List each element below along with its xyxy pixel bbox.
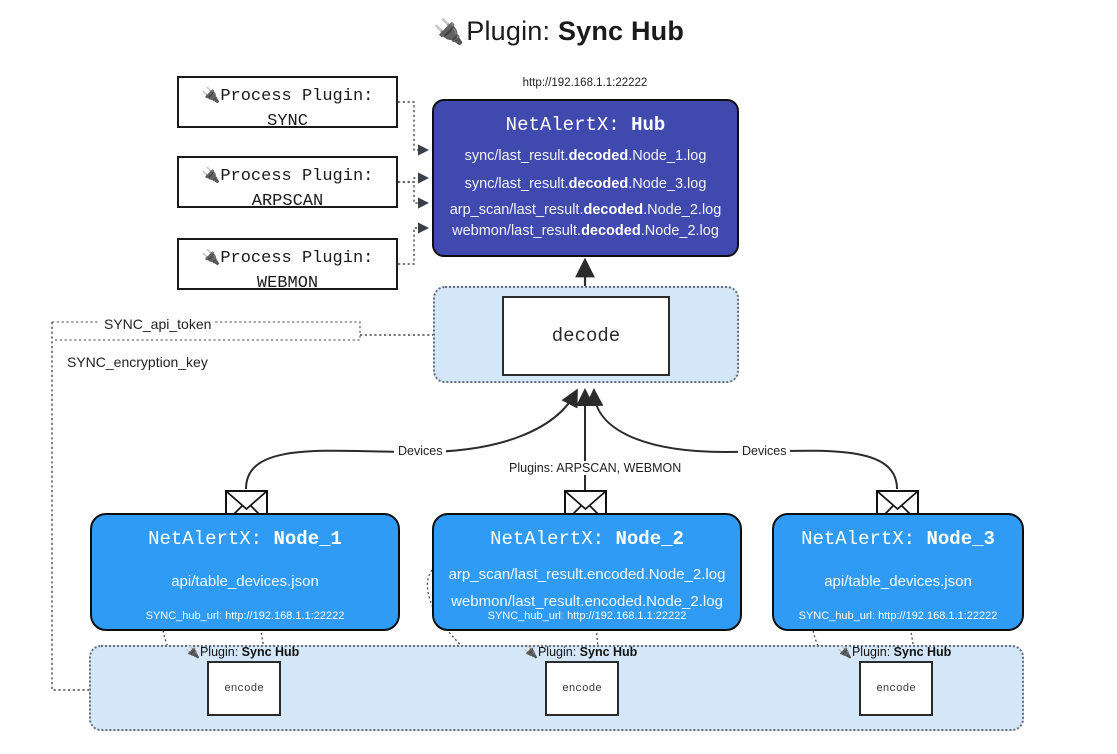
node-resource-line: api/table_devices.json xyxy=(824,573,972,590)
process-plugin-name: ARPSCAN xyxy=(251,191,324,211)
hub-log-post: .Node_2.log xyxy=(640,223,719,239)
encoder-caption-prefix: Plugin: xyxy=(537,645,577,659)
node-name: Node_2 xyxy=(615,528,684,550)
process-plugin-box-webmon[interactable]: 🔌Process Plugin: WEBMON xyxy=(177,238,398,293)
sync-api-token-label: SYNC_api_token xyxy=(100,316,216,332)
page-title-prefix: Plugin: xyxy=(466,16,551,46)
node-hub-url: SYNC_hub_url: http://192.168.1.1:22222 xyxy=(798,610,998,622)
plug-icon: 🔌 xyxy=(837,645,852,659)
plug-icon: 🔌 xyxy=(201,166,221,184)
hub-log-line: sync/last_result.decoded.Node_1.log xyxy=(434,148,737,164)
encoder-caption-1: 🔌Plugin: Sync Hub xyxy=(185,645,299,659)
hub-log-post: .Node_1.log xyxy=(628,148,707,164)
encoder-caption-name: Sync Hub xyxy=(579,645,638,659)
node-hub-url: SYNC_hub_url: http://192.168.1.1:22222 xyxy=(487,610,687,622)
hub-log-pre: webmon/last_result. xyxy=(452,223,582,239)
node-resource-line: webmon/last_result.encoded.Node_2.log xyxy=(451,593,723,610)
plug-icon: 🔌 xyxy=(201,86,221,104)
node-title: NetAlertX: Node_3 xyxy=(774,528,1022,550)
encoder-caption-name: Sync Hub xyxy=(893,645,952,659)
node-title: NetAlertX: Node_2 xyxy=(434,528,740,550)
process-plugin-box-sync[interactable]: 🔌Process Plugin: SYNC xyxy=(177,76,398,131)
encoder-caption-2: 🔌Plugin: Sync Hub xyxy=(523,645,637,659)
hub-log-mid: decoded xyxy=(568,176,629,192)
node-hub-url: SYNC_hub_url: http://192.168.1.1:22222 xyxy=(145,610,345,622)
node-box-node-3[interactable]: NetAlertX: Node_3 api/table_devices.json… xyxy=(772,513,1024,631)
hub-url-label: http://192.168.1.1:22222 xyxy=(522,77,648,89)
process-plugin-caption: Process Plugin: xyxy=(220,87,374,106)
process-plugin-name: WEBMON xyxy=(256,273,319,293)
hub-node[interactable]: NetAlertX: Hub sync/last_result.decoded.… xyxy=(432,99,739,257)
hub-log-mid: decoded xyxy=(581,223,641,239)
plug-icon: 🔌 xyxy=(523,645,538,659)
process-plugin-name: SYNC xyxy=(267,111,308,131)
node-name: Node_3 xyxy=(926,528,995,550)
plug-icon: 🔌 xyxy=(201,248,221,266)
node-app: NetAlertX: xyxy=(801,528,916,550)
hub-log-pre: sync/last_result. xyxy=(464,176,569,192)
page-title-name: Sync Hub xyxy=(557,16,685,46)
process-plugin-box-arpscan[interactable]: 🔌Process Plugin: ARPSCAN xyxy=(177,156,398,211)
node-box-node-1[interactable]: NetAlertX: Node_1 api/table_devices.json… xyxy=(90,513,400,631)
edge-label-plugins: Plugins: ARPSCAN, WEBMON xyxy=(505,461,686,475)
node-app: NetAlertX: xyxy=(490,528,605,550)
decode-box[interactable]: decode xyxy=(502,296,670,376)
node-app: NetAlertX: xyxy=(148,528,263,550)
encoder-caption-prefix: Plugin: xyxy=(199,645,239,659)
hub-log-line: arp_scan/last_result.decoded.Node_2.log xyxy=(434,202,737,218)
encoder-caption-3: 🔌Plugin: Sync Hub xyxy=(837,645,951,659)
sync-encryption-key-label: SYNC_encryption_key xyxy=(63,354,212,370)
edge-label-devices-right: Devices xyxy=(738,444,791,458)
hub-log-line: webmon/last_result.decoded.Node_2.log xyxy=(434,223,737,239)
hub-log-pre: sync/last_result. xyxy=(464,148,569,164)
node-resource-line: arp_scan/last_result.encoded.Node_2.log xyxy=(448,566,726,583)
node-resource-line: api/table_devices.json xyxy=(171,573,319,590)
page-title: 🔌Plugin: Sync Hub xyxy=(0,16,1117,47)
encode-box-node-2[interactable]: encode xyxy=(545,661,619,716)
hub-app: NetAlertX: xyxy=(505,114,620,136)
encoder-caption-name: Sync Hub xyxy=(241,645,300,659)
hub-log-pre: arp_scan/last_result. xyxy=(449,202,584,218)
encode-box-node-3[interactable]: encode xyxy=(859,661,933,716)
hub-role: Hub xyxy=(631,114,666,136)
encode-box-node-1[interactable]: encode xyxy=(207,661,281,716)
plug-icon: 🔌 xyxy=(185,645,200,659)
encoder-caption-prefix: Plugin: xyxy=(851,645,891,659)
hub-log-mid: decoded xyxy=(568,148,629,164)
process-plugin-caption: Process Plugin: xyxy=(220,249,374,268)
node-name: Node_1 xyxy=(273,528,342,550)
node-title: NetAlertX: Node_1 xyxy=(92,528,398,550)
hub-log-post: .Node_3.log xyxy=(628,176,707,192)
edge-label-devices-left: Devices xyxy=(394,444,447,458)
node-box-node-2[interactable]: NetAlertX: Node_2 arp_scan/last_result.e… xyxy=(432,513,742,631)
hub-log-line: sync/last_result.decoded.Node_3.log xyxy=(434,176,737,192)
plug-icon: 🔌 xyxy=(432,18,465,46)
hub-title: NetAlertX: Hub xyxy=(434,114,737,136)
hub-log-mid: decoded xyxy=(583,202,644,218)
hub-log-post: .Node_2.log xyxy=(643,202,722,218)
process-plugin-caption: Process Plugin: xyxy=(220,167,374,186)
